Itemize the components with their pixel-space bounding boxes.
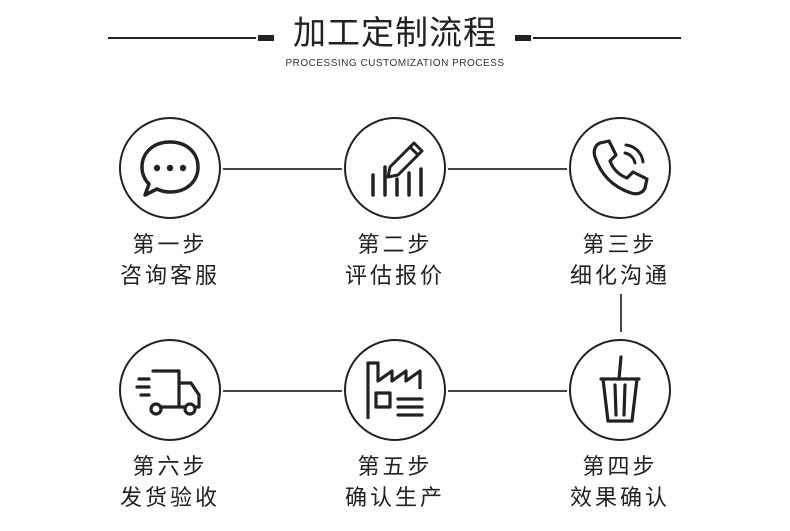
step-icon-circle xyxy=(344,117,446,219)
connector-2-3 xyxy=(448,168,567,170)
connector-1-2 xyxy=(223,168,342,170)
step-number: 第三步 xyxy=(582,233,658,258)
step-name: 评估报价 xyxy=(344,264,445,289)
step-production: 第五步 确认生产 xyxy=(325,339,465,514)
step-name: 咨询客服 xyxy=(119,264,220,289)
step-icon-circle xyxy=(119,339,221,441)
connector-4-5 xyxy=(448,390,567,392)
step-consult: 第一步 咨询客服 xyxy=(100,117,240,292)
step-icon-circle xyxy=(569,339,671,441)
chat-bubble-icon xyxy=(140,140,200,197)
title-rule-left xyxy=(108,37,256,39)
phone-call-icon xyxy=(592,139,649,196)
chart-pencil-icon xyxy=(371,141,424,197)
connector-5-6 xyxy=(223,390,342,392)
step-number: 第六步 xyxy=(132,455,208,480)
step-number: 第一步 xyxy=(132,233,208,258)
step-name: 细化沟通 xyxy=(569,264,670,289)
step-delivery: 第六步 发货验收 xyxy=(100,339,240,514)
connector-3-4 xyxy=(620,294,622,332)
delivery-truck-icon xyxy=(135,369,201,416)
step-confirm-effect: 第四步 效果确认 xyxy=(550,339,690,514)
cup-straw-icon xyxy=(599,355,641,423)
title-rule-right xyxy=(533,37,681,39)
step-name: 发货验收 xyxy=(119,486,220,511)
step-number: 第四步 xyxy=(582,455,658,480)
title-dash-left xyxy=(258,35,274,41)
step-communicate: 第三步 细化沟通 xyxy=(550,117,690,292)
title-dash-right xyxy=(515,35,531,41)
step-icon-circle xyxy=(569,117,671,219)
step-quote: 第二步 评估报价 xyxy=(325,117,465,292)
factory-icon xyxy=(366,361,424,419)
page-subtitle: PROCESSING CUSTOMIZATION PROCESS xyxy=(285,58,505,69)
step-icon-circle xyxy=(119,117,221,219)
step-number: 第二步 xyxy=(357,233,433,258)
page-title: 加工定制流程 xyxy=(293,13,497,52)
step-number: 第五步 xyxy=(357,455,433,480)
step-name: 确认生产 xyxy=(344,486,445,511)
step-name: 效果确认 xyxy=(569,486,670,511)
step-icon-circle xyxy=(344,339,446,441)
